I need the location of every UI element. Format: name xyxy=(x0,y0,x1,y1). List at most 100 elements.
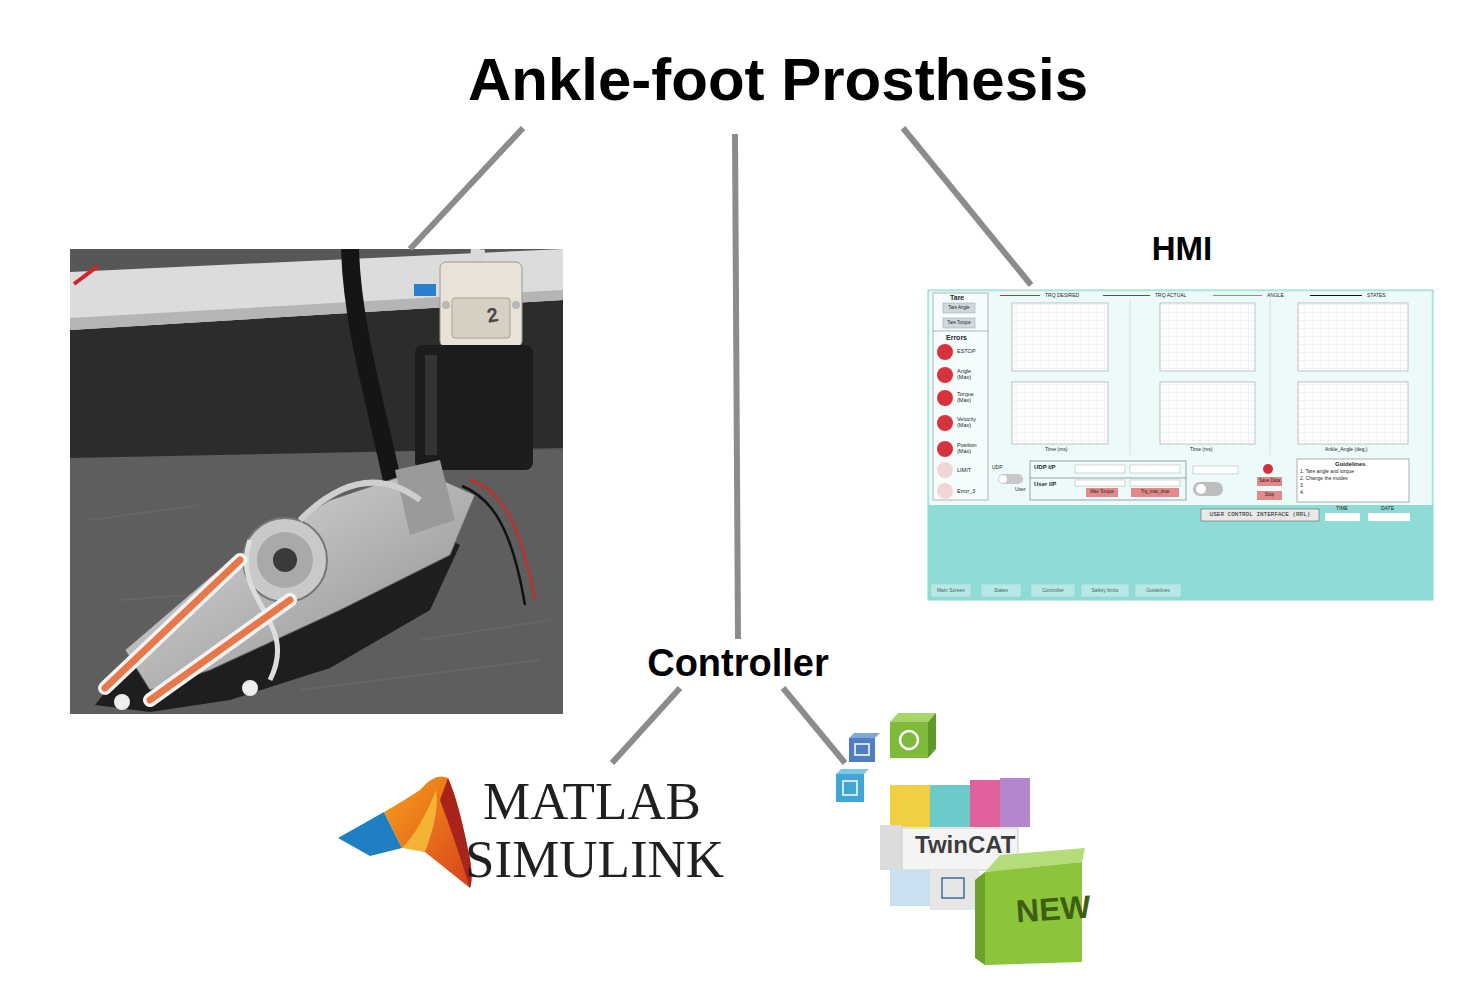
screen-label-holder: 2. Change the modes xyxy=(1300,476,1348,482)
twincat-cubes-part xyxy=(930,870,980,910)
prosthesis-photo-part xyxy=(242,680,258,696)
legend-text: TRQ ACTUAL xyxy=(1155,293,1186,299)
hmi-screenshot-part xyxy=(1160,382,1255,444)
prosthesis-photo-part xyxy=(273,548,297,572)
screen-label-holder: Safety limits xyxy=(1081,588,1129,594)
screen-label: UDP I/P xyxy=(1034,464,1056,471)
screen-label: States xyxy=(981,588,1021,594)
screen-label-holder: Angle (Max) xyxy=(957,368,981,380)
hmi-screenshot-part xyxy=(1081,584,1129,597)
screen-label-holder: Trq_max_time xyxy=(1131,490,1179,495)
screen-label: Max Torque xyxy=(1086,490,1118,495)
hmi-screen: HMI xyxy=(928,290,1433,600)
hmi-screenshot-part xyxy=(1297,459,1409,502)
screen-label: Tare Torque xyxy=(943,321,975,326)
hmi-screenshot-part xyxy=(937,462,953,478)
prosthesis-photo-part xyxy=(512,301,520,309)
legend-text: ANGLE xyxy=(1267,293,1284,299)
hmi-screenshot-part xyxy=(1031,584,1075,597)
prosthesis-photo-part xyxy=(414,284,436,296)
hmi-screenshot-part xyxy=(1298,382,1408,444)
twincat-cubes-part xyxy=(942,878,964,898)
hmi-screenshot-part xyxy=(931,584,971,597)
hmi-screenshot-part xyxy=(933,293,988,500)
prosthesis-photo-part xyxy=(442,301,450,309)
screen-label-holder: LIMIT xyxy=(957,467,971,473)
hmi-screenshot-part xyxy=(943,303,975,313)
screen-label: Safety limits xyxy=(1081,588,1129,594)
hmi-screenshot-part xyxy=(1368,513,1410,521)
hmi-screenshot-part xyxy=(937,390,953,406)
hmi-screenshot-part xyxy=(1130,300,1131,455)
hmi-screenshot-part xyxy=(1012,303,1108,371)
hmi-screenshot-part xyxy=(1298,382,1408,444)
screen-label: User I/P xyxy=(1034,481,1056,488)
logo-text: SIMULINK xyxy=(465,833,724,886)
screen-label-holder: UDP xyxy=(992,465,1003,471)
logo-badge: NEW xyxy=(1015,890,1092,927)
screen-label-holder: 1. Tare angle and torque xyxy=(1300,469,1354,475)
screen-label-holder: Time (ms) xyxy=(1190,447,1212,453)
hmi-screenshot-part xyxy=(1135,584,1181,597)
prosthesis-photo-part xyxy=(425,355,437,455)
hmi-screenshot-part xyxy=(937,344,953,360)
hmi-screenshot-part xyxy=(1270,300,1271,455)
legend-text-holder: ANGLE xyxy=(1267,293,1284,299)
twincat-cubes-part xyxy=(970,780,1000,827)
screen-label-holder: User xyxy=(1015,487,1026,493)
connector-line xyxy=(783,688,845,763)
screen-label: Tare Angle xyxy=(943,306,975,311)
connector-line xyxy=(410,128,523,249)
matlab-membrane-logo xyxy=(338,777,472,889)
screen-label-holder: Tare Torque xyxy=(943,321,975,326)
twincat-cubes-part xyxy=(890,722,928,758)
screen-label: Main Screen xyxy=(931,588,971,594)
screen-label: TIME xyxy=(1336,506,1348,512)
hmi-screenshot-part xyxy=(1257,491,1282,500)
connector-number-holder: 2 xyxy=(487,305,498,325)
prosthesis-photo-part xyxy=(415,345,533,470)
hmi-screenshot-part xyxy=(1130,480,1180,486)
twincat-cubes-part xyxy=(855,744,869,755)
title-node: Ankle-foot Prosthesis xyxy=(468,50,1088,110)
screen-label-holder: Position (Max) xyxy=(957,442,985,454)
screen-label: Guidelines xyxy=(1335,461,1366,468)
hmi-screenshot-part xyxy=(1030,461,1186,500)
screen-label: USER CONTROL INTERFACE (RRL) xyxy=(1201,512,1319,519)
connector-number: 2 xyxy=(485,304,499,326)
hmi-screenshot-part xyxy=(999,475,1007,483)
hmi-screenshot-part xyxy=(1160,303,1255,371)
twincat-cubes-part xyxy=(849,738,875,762)
hmi-screenshot-part xyxy=(981,584,1021,597)
screen-label-holder: Guidelines xyxy=(1335,461,1366,468)
hmi-screenshot-part xyxy=(1075,480,1125,486)
hmi-screenshot-part xyxy=(1160,303,1255,371)
prosthesis-photo-part xyxy=(395,460,455,535)
hmi-screenshot-part xyxy=(1030,478,1186,479)
hmi-screenshot-part xyxy=(928,505,1433,600)
hmi-screenshot-part xyxy=(998,474,1023,484)
hmi-screenshot-part xyxy=(937,367,953,383)
screen-label: Angle (Max) xyxy=(957,368,981,380)
legend-line-sample xyxy=(1310,295,1362,296)
screen-label: Trq_max_time xyxy=(1131,490,1179,495)
hmi-screenshot-part xyxy=(1012,303,1108,371)
screen-label-holder: Error_3 xyxy=(957,488,975,494)
screen-label: Time (ms) xyxy=(1190,447,1212,453)
twincat-cubes-part xyxy=(836,769,869,774)
screen-label-holder: Ankle_Angle (deg.) xyxy=(1325,447,1368,453)
twincat-logo: TwinCATNEW xyxy=(830,765,1085,965)
screen-label: 3. xyxy=(1300,483,1304,489)
logo-text-holder: SIMULINK xyxy=(465,833,724,886)
main-title: Ankle-foot Prosthesis xyxy=(468,50,1088,110)
hmi-screenshot-part xyxy=(937,483,953,499)
legend-line-sample xyxy=(1000,295,1040,296)
prosthesis-photo-part xyxy=(74,266,98,284)
screen-label: LIMIT xyxy=(957,467,971,473)
screen-label: Position (Max) xyxy=(957,442,985,454)
twincat-cubes-part xyxy=(930,785,970,827)
screen-label-holder: Stop xyxy=(1257,493,1282,498)
prosthesis-photo-part xyxy=(462,486,525,605)
prosthesis-photo-part xyxy=(150,600,290,700)
hmi-screenshot-part xyxy=(1257,477,1282,486)
